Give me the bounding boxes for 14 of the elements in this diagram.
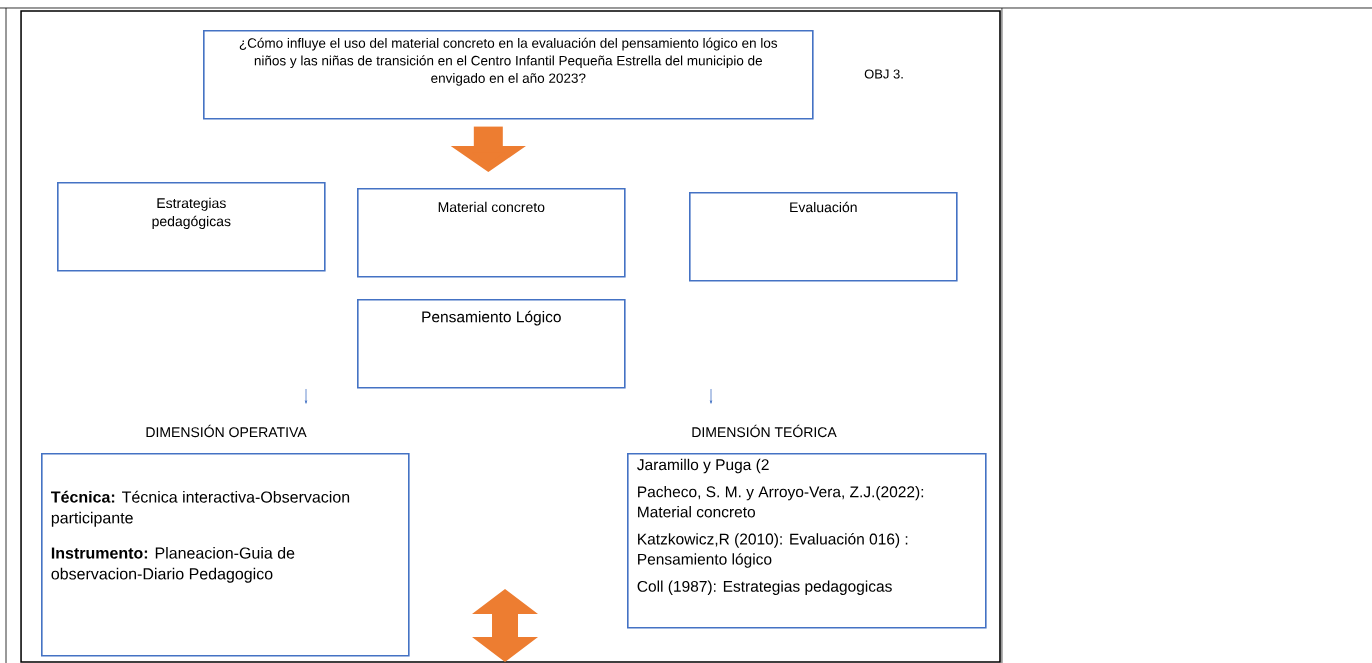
objective-label: OBJ 3. — [864, 69, 903, 79]
text-box: Estrategias pedagógicas — [57, 182, 326, 272]
text-box: Jaramillo y Puga (2 Pacheco, S. M. y Arroyo-Vera, Z.J.(2022): Material concreto Katzkowicz,R (2010): Evaluación 016) : Pensamiento lógico Coll (1987): Estrategias pedagogicas — [627, 453, 987, 629]
text-box: Evaluación — [689, 192, 958, 282]
node-label: Coll (1987): Estrategias pedagogicas — [637, 580, 892, 595]
node-label: Katzkowicz,R (2010): Evaluación 016) : Pensamiento lógico — [638, 533, 908, 568]
text-box: ¿Cómo influye el uso del material concreto en la evaluación del pensamiento lógico en los niños y las niñas de transición en el Centro Infantil Pequeña Estrella del municipio de envigado en el año 2023? — [203, 30, 814, 120]
node-label: Jaramillo y Puga (2 — [637, 458, 769, 474]
text-box: Material concreto — [357, 188, 626, 278]
text-box: Pensamiento Lógico — [357, 299, 626, 389]
dimension-heading: DIMENSIÓN OPERATIVA — [146, 424, 307, 438]
text-box: Técnica: Técnica interactiva-Observacion participante Instrumento: Planeacion-Guia de observacion-Diario Pedagogico — [41, 453, 410, 657]
dimension-heading: DIMENSIÓN TEÓRICA — [692, 424, 837, 438]
node-label: Pacheco, S. M. y Arroyo-Vera, Z.J.(2022): Material concreto — [638, 485, 924, 518]
